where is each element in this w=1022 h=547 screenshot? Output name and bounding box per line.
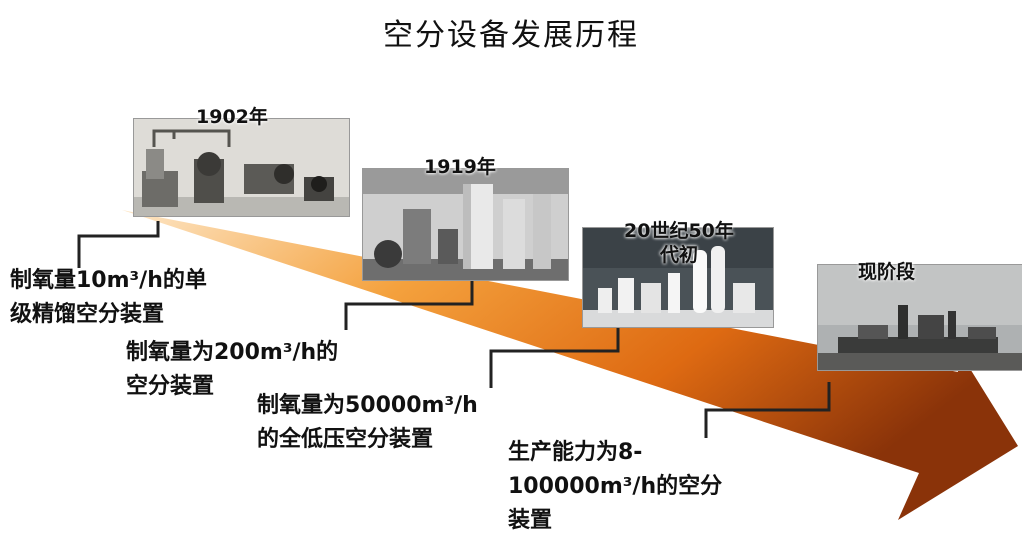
connector-1902 (77, 221, 160, 268)
year-label-1950s-line2: 代初 (659, 244, 698, 266)
milestone-present-line1: 生产能力为8- (508, 440, 643, 465)
connector-1950s (489, 326, 620, 388)
photo-present-plant (817, 264, 1022, 371)
milestone-1902-line2: 级精馏空分装置 (10, 302, 165, 327)
page-title: 空分设备发展历程 (383, 18, 639, 53)
year-label-1902: 1902年 (196, 106, 268, 128)
milestone-present-line2: 100000m³/h的空分 (508, 474, 723, 499)
milestone-1902-description: 制氧量10m³/h的单 级精馏空分装置 (10, 264, 207, 332)
milestone-1919-description: 制氧量为200m³/h的 空分装置 (126, 336, 338, 404)
milestone-1919-line1: 制氧量为200m³/h的 (126, 340, 339, 365)
milestone-present-description: 生产能力为8- 100000m³/h的空分 装置 (508, 436, 722, 538)
connector-1919 (344, 281, 474, 330)
milestone-1919-line2: 空分装置 (126, 374, 215, 399)
milestone-1950s-line2: 的全低压空分装置 (257, 427, 434, 452)
photo-1902-equipment (133, 118, 350, 217)
photo-1919-equipment (362, 168, 569, 281)
connector-present (704, 382, 831, 438)
milestone-1902-line1: 制氧量10m³/h的单 (10, 268, 207, 293)
milestone-present-line3: 装置 (508, 508, 553, 533)
milestone-1950s-description: 制氧量为50000m³/h 的全低压空分装置 (257, 389, 478, 457)
year-label-1919: 1919年 (424, 156, 496, 178)
year-label-present: 现阶段 (858, 261, 916, 283)
year-label-1950s: 20世纪50年 代初 (624, 219, 734, 267)
photo-1950s-plant (582, 227, 774, 328)
milestone-1950s-line1: 制氧量为50000m³/h (257, 393, 478, 418)
year-label-1950s-line1: 20世纪50年 (624, 220, 734, 242)
